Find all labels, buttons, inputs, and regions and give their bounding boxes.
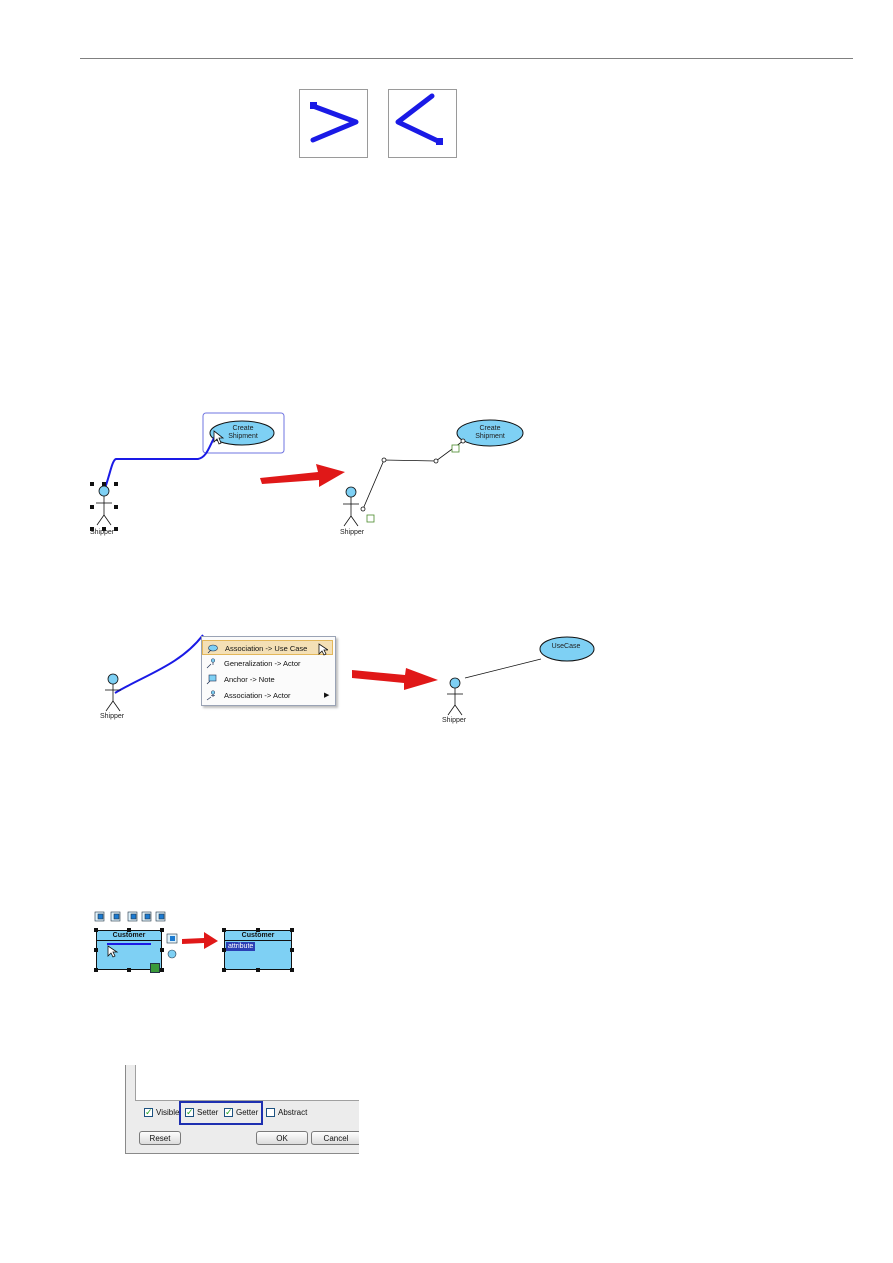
chevron-right-icon xyxy=(310,102,359,143)
note-icon xyxy=(206,674,217,685)
red-arrow-icon xyxy=(182,932,218,949)
drag-connector-line xyxy=(114,634,204,694)
resource-icon[interactable] xyxy=(451,444,460,453)
red-arrow-icon xyxy=(260,464,345,487)
association-connector xyxy=(464,658,542,679)
checkbox-label: Setter xyxy=(197,1108,219,1117)
resource-icon[interactable] xyxy=(150,963,160,973)
actor-shipper-left[interactable] xyxy=(96,485,112,526)
drag-line xyxy=(107,943,151,945)
actor-shipper-right[interactable] xyxy=(447,677,463,716)
checkbox-abstract[interactable] xyxy=(266,1108,275,1117)
association-connector xyxy=(362,440,464,510)
highlight-setter-getter xyxy=(179,1101,263,1125)
checkbox-visible[interactable]: ✓ xyxy=(144,1107,153,1117)
actor-label: Shipper xyxy=(90,529,115,536)
selection-box xyxy=(202,412,285,454)
cursor-icon xyxy=(107,945,119,958)
red-arrow-icon xyxy=(352,668,438,690)
checkbox-getter[interactable]: ✓ xyxy=(224,1107,233,1117)
use-case-create-shipment-right[interactable] xyxy=(456,419,524,447)
class-name: Customer xyxy=(225,931,291,941)
attribute-inline-editor[interactable]: attribute xyxy=(226,942,256,951)
checkbox-label: Visible xyxy=(156,1108,180,1117)
resource-icon[interactable] xyxy=(366,514,375,523)
actor-label: Shipper xyxy=(442,717,467,724)
menu-item-association-actor[interactable]: Association -> Actor ▶ xyxy=(202,688,333,703)
chevron-right-tile xyxy=(299,89,368,158)
generalization-icon xyxy=(206,658,216,669)
menu-item-generalization-actor[interactable]: Generalization -> Actor xyxy=(202,656,333,671)
menu-item-association-use-case[interactable]: Association -> Use Case xyxy=(202,640,333,656)
actor-shipper-right[interactable] xyxy=(343,486,359,527)
actor-icon xyxy=(206,690,216,701)
side-resource-icons[interactable] xyxy=(165,932,179,968)
actor-shipper-left[interactable] xyxy=(105,673,121,712)
use-case-icon xyxy=(207,644,218,654)
chevron-left-icon xyxy=(395,93,443,145)
cursor-icon xyxy=(318,643,328,656)
use-case-usecase[interactable] xyxy=(539,636,595,662)
resource-icons-toolbar[interactable] xyxy=(94,910,174,924)
figure-add-attribute: Customer Customer attribute xyxy=(88,908,298,978)
figure-association-drag xyxy=(90,412,524,531)
header-rule xyxy=(80,58,853,59)
reset-button[interactable]: Reset xyxy=(139,1131,181,1145)
actor-label: Shipper xyxy=(340,529,365,536)
ok-button[interactable]: OK xyxy=(256,1131,308,1145)
dialog-content-area xyxy=(135,1065,359,1101)
selection-handles[interactable] xyxy=(90,482,118,531)
class-name: Customer xyxy=(97,931,161,941)
submenu-arrow-icon: ▶ xyxy=(324,692,330,699)
actor-label: Shipper xyxy=(100,713,125,720)
drag-connector-line xyxy=(103,434,217,492)
class-customer-right[interactable]: Customer attribute xyxy=(224,930,292,970)
menu-item-anchor-note[interactable]: Anchor -> Note xyxy=(202,672,333,687)
checkbox-label: Abstract xyxy=(278,1108,308,1117)
resource-centric-popup-menu[interactable]: Association -> Use Case Generalization -… xyxy=(201,636,336,706)
attribute-spec-dialog: ✓ Visible ✓ Setter ✓ Getter Abstract Res… xyxy=(125,1065,359,1154)
checkbox-label: Getter xyxy=(236,1108,259,1117)
use-case-label: UseCase xyxy=(551,643,581,650)
chevron-left-tile xyxy=(388,89,457,158)
figure-resource-centric-menu xyxy=(105,634,595,716)
use-case-create-shipment[interactable] xyxy=(209,420,275,446)
checkbox-setter[interactable]: ✓ xyxy=(185,1107,194,1117)
cancel-button[interactable]: Cancel xyxy=(311,1131,359,1145)
cursor-icon xyxy=(213,430,225,445)
